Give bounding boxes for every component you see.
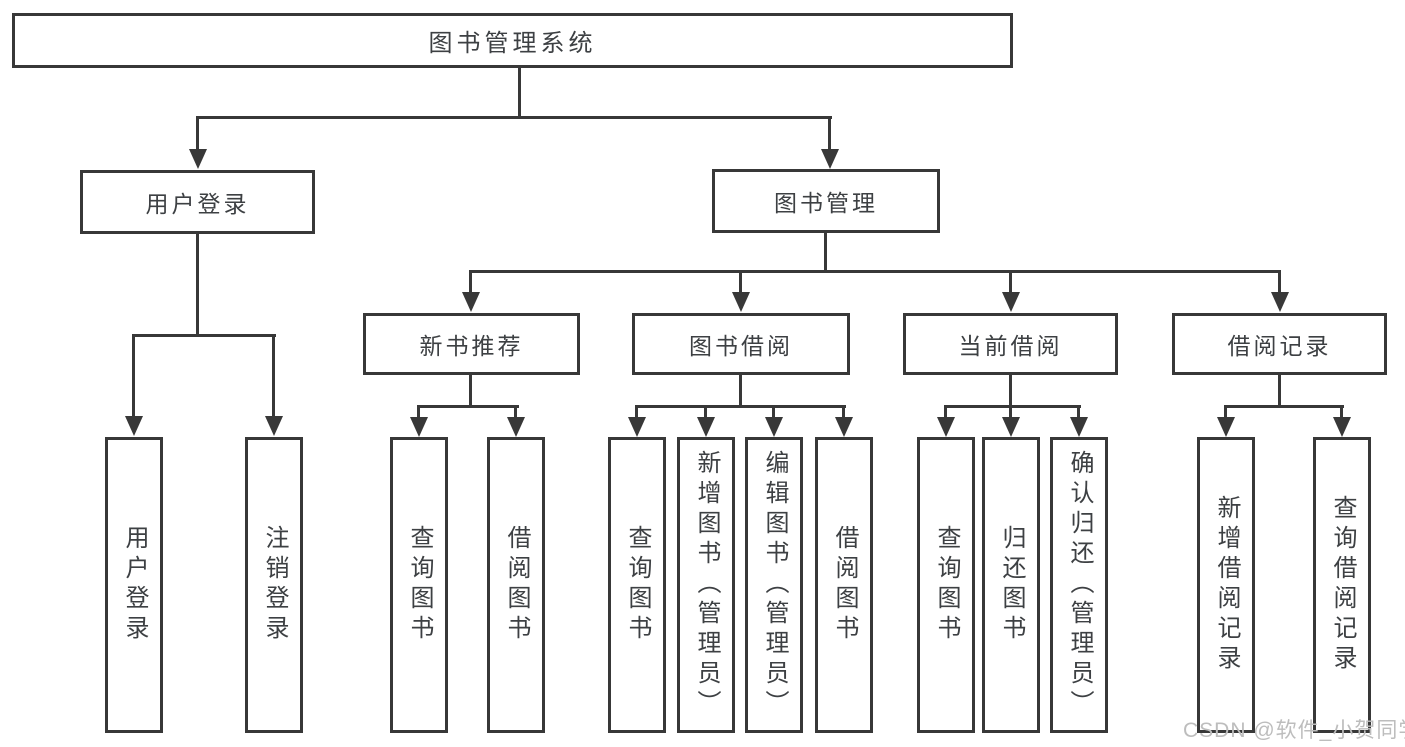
node-current-borrowing: 当前借阅: [903, 313, 1118, 375]
node-label: 确认归还（管理员）: [1066, 450, 1093, 720]
arrow-down-icon: [1333, 417, 1351, 437]
leaf-logout: 注销登录: [245, 437, 303, 733]
connector-line: [469, 375, 472, 407]
leaf-query-books-3: 查询图书: [917, 437, 975, 733]
arrow-down-icon: [732, 292, 750, 312]
connector-line: [739, 375, 742, 407]
arrow-down-icon: [765, 417, 783, 437]
node-label: 查询图书: [624, 525, 651, 645]
connector-line: [842, 405, 845, 419]
connector-line: [514, 405, 517, 419]
arrow-down-icon: [835, 417, 853, 437]
node-label: 用户登录: [145, 191, 250, 217]
node-label: 查询图书: [406, 525, 433, 645]
node-label: 用户登录: [121, 525, 148, 645]
leaf-borrow-books-1: 借阅图书: [487, 437, 545, 733]
watermark: CSDN @软件_小贺同学: [1183, 719, 1405, 742]
connector-line: [417, 405, 519, 408]
arrow-down-icon: [125, 416, 143, 436]
node-label: 新书推荐: [419, 333, 524, 359]
node-label: 查询借阅记录: [1329, 495, 1356, 675]
connector-line: [635, 405, 846, 408]
connector-line: [196, 116, 832, 119]
leaf-add-borrow-record: 新增借阅记录: [1197, 437, 1255, 733]
arrow-down-icon: [1002, 292, 1020, 312]
connector-line: [272, 334, 275, 417]
connector-line: [1009, 270, 1012, 294]
arrow-down-icon: [1070, 417, 1088, 437]
arrow-down-icon: [697, 417, 715, 437]
arrow-down-icon: [821, 149, 839, 169]
node-book-borrowing: 图书借阅: [632, 313, 850, 375]
connector-line: [1340, 405, 1343, 419]
connector-line: [772, 405, 775, 419]
arrow-down-icon: [265, 416, 283, 436]
node-label: 图书借阅: [689, 333, 793, 359]
connector-line: [1278, 270, 1281, 294]
node-label: 借阅记录: [1227, 333, 1332, 359]
leaf-return-book: 归还图书: [982, 437, 1040, 733]
arrow-down-icon: [462, 292, 480, 312]
node-borrowing-records: 借阅记录: [1172, 313, 1387, 375]
node-label: 注销登录: [261, 525, 288, 645]
connector-line: [704, 405, 707, 419]
node-label: 新增借阅记录: [1213, 495, 1240, 675]
arrow-down-icon: [1271, 292, 1289, 312]
connector-line: [132, 334, 276, 337]
node-label: 图书管理: [774, 190, 878, 216]
leaf-add-book-admin: 新增图书（管理员）: [677, 437, 735, 733]
node-label: 新增图书（管理员）: [693, 450, 720, 720]
leaf-edit-book-admin: 编辑图书（管理员）: [745, 437, 803, 733]
node-label: 图书管理系统: [428, 30, 597, 57]
node-label: 借阅图书: [831, 525, 858, 645]
connector-line: [635, 405, 638, 419]
node-book-management: 图书管理: [712, 169, 940, 233]
connector-line: [1009, 405, 1012, 419]
connector-line: [469, 270, 1281, 273]
connector-line: [196, 234, 199, 335]
connector-line: [1224, 405, 1344, 408]
node-label: 查询图书: [933, 525, 960, 645]
connector-line: [1224, 405, 1227, 419]
connector-line: [417, 405, 420, 419]
connector-line: [739, 270, 742, 294]
connector-line: [1077, 405, 1080, 419]
node-label: 当前借阅: [958, 333, 1063, 359]
connector-line: [1278, 375, 1281, 407]
leaf-query-borrow-record: 查询借阅记录: [1313, 437, 1371, 733]
node-library-management-system: 图书管理系统: [12, 13, 1013, 68]
connector-line: [828, 116, 831, 150]
leaf-borrow-books-2: 借阅图书: [815, 437, 873, 733]
leaf-query-books-2: 查询图书: [608, 437, 666, 733]
leaf-user-login: 用户登录: [105, 437, 163, 733]
connector-line: [196, 116, 199, 150]
connector-line: [518, 68, 521, 118]
arrow-down-icon: [189, 149, 207, 169]
node-new-book-recommendation: 新书推荐: [363, 313, 580, 375]
arrow-down-icon: [1217, 417, 1235, 437]
arrow-down-icon: [1002, 417, 1020, 437]
leaf-query-books-1: 查询图书: [390, 437, 448, 733]
node-label: 编辑图书（管理员）: [761, 450, 788, 720]
node-user-login: 用户登录: [80, 170, 315, 234]
leaf-confirm-return-admin: 确认归还（管理员）: [1050, 437, 1108, 733]
node-label: 借阅图书: [503, 525, 530, 645]
connector-line: [944, 405, 947, 419]
connector-line: [944, 405, 1081, 408]
connector-line: [132, 334, 135, 417]
connector-line: [824, 233, 827, 272]
connector-line: [1009, 375, 1012, 407]
connector-line: [469, 270, 472, 294]
arrow-down-icon: [507, 417, 525, 437]
arrow-down-icon: [410, 417, 428, 437]
arrow-down-icon: [628, 417, 646, 437]
node-label: 归还图书: [998, 525, 1025, 645]
arrow-down-icon: [937, 417, 955, 437]
